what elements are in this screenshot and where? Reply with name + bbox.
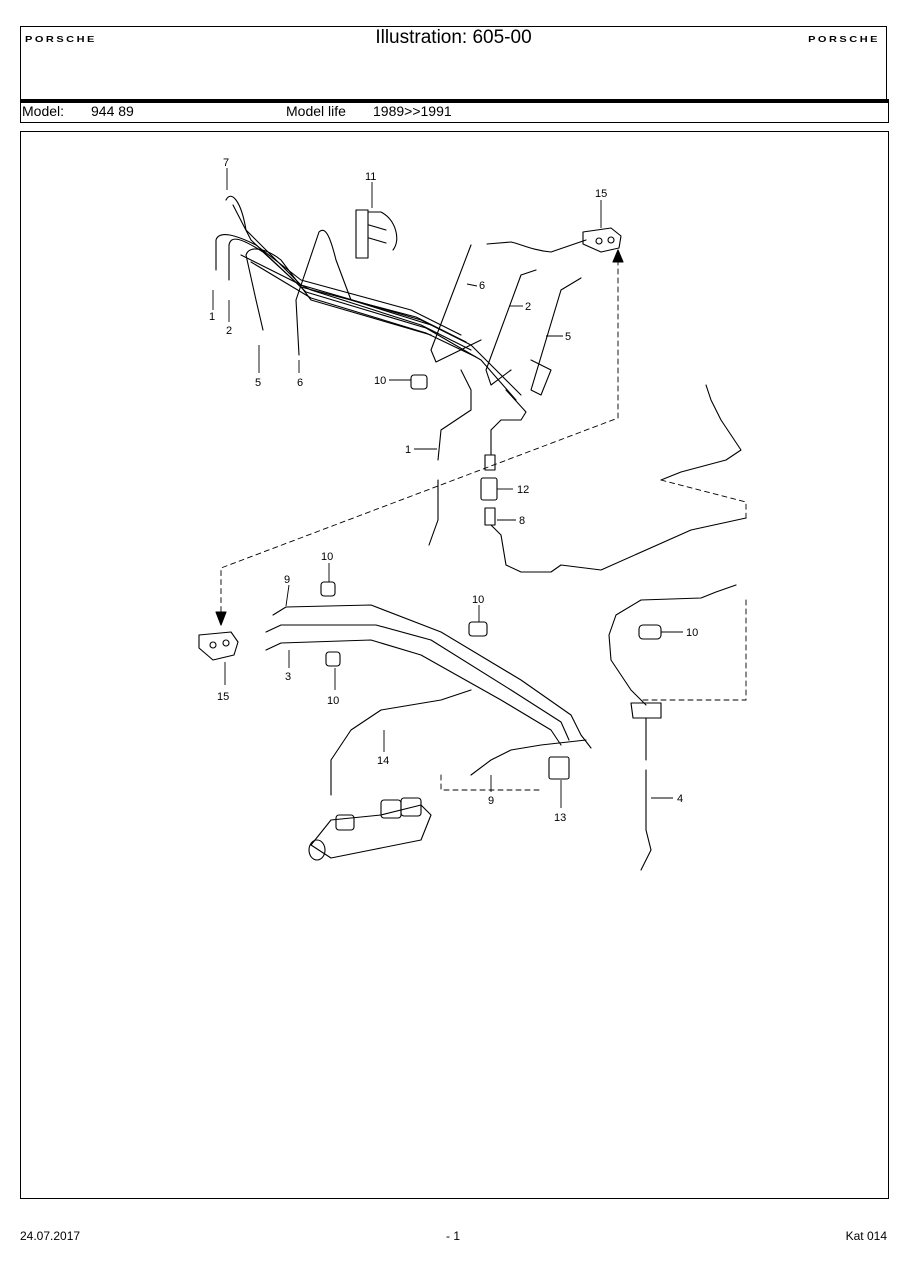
rear-line-right — [660, 384, 742, 481]
porsche-logo-left: PORSCHE — [25, 35, 97, 44]
model-life-label: Model life — [286, 103, 346, 119]
callout-9-lower: 9 — [488, 795, 494, 807]
upper-line-bundle — [215, 195, 587, 546]
brake-lines-diagram: 7 11 15 1 2 5 6 6 2 5 10 1 12 8 10 9 10 … — [198, 157, 747, 871]
header-divider — [20, 99, 889, 103]
valve-12 — [480, 454, 498, 501]
callout-7: 7 — [223, 157, 229, 169]
callout-labels: 7 11 15 1 2 5 6 6 2 5 10 1 12 8 10 9 10 … — [209, 157, 698, 824]
callout-13: 13 — [554, 812, 566, 824]
distribution-block-15-lower — [198, 631, 239, 661]
callout-12: 12 — [517, 484, 529, 496]
footer-date: 24.07.2017 — [20, 1229, 81, 1243]
rear-line-4 — [608, 584, 737, 871]
lower-line-bundle — [265, 604, 592, 796]
callout-3: 3 — [285, 671, 291, 683]
master-cylinder — [308, 797, 432, 861]
callout-1-upper: 1 — [209, 311, 215, 323]
fitting-8 — [484, 507, 747, 573]
callout-1-middle: 1 — [405, 444, 411, 456]
callout-6-upper: 6 — [297, 377, 303, 389]
model-value: 944 89 — [91, 103, 134, 119]
junction-13 — [548, 756, 570, 780]
callout-10-clip-b: 10 — [472, 594, 484, 606]
clip-10-upper — [410, 374, 428, 390]
callout-10-clip-a: 10 — [321, 551, 333, 563]
illustration-frame: 7 11 15 1 2 5 6 6 2 5 10 1 12 8 10 9 10 … — [20, 131, 889, 1199]
callout-6-right: 6 — [479, 280, 485, 292]
bracket-11 — [355, 209, 398, 259]
callout-10-clip-d: 10 — [686, 627, 698, 639]
callout-11: 11 — [365, 171, 376, 183]
clip-10-b — [468, 621, 488, 637]
callout-leaders — [212, 168, 683, 808]
model-label: Model: — [22, 103, 65, 119]
dashed-leaders — [220, 259, 747, 791]
model-row: Model: 944 89 Model life 1989>>1991 — [20, 103, 889, 123]
footer-page-number: - 1 — [446, 1229, 461, 1243]
callout-4: 4 — [677, 793, 683, 805]
callout-2-upper: 2 — [226, 325, 232, 337]
callout-5-right: 5 — [565, 331, 571, 343]
footer-catalog: Kat 014 — [845, 1229, 887, 1243]
header-box: PORSCHE Illustration: 605-00 PORSCHE — [20, 26, 887, 100]
page-title: Illustration: 605-00 — [375, 27, 532, 48]
callout-14: 14 — [377, 755, 389, 767]
model-life-value: 1989>>1991 — [373, 103, 452, 119]
callout-10-upper: 10 — [374, 375, 386, 387]
callout-8: 8 — [519, 515, 525, 527]
clip-10-c — [325, 651, 341, 667]
callout-10-clip-c: 10 — [327, 695, 339, 707]
callout-15-upper: 15 — [595, 188, 607, 200]
callout-15-lower: 15 — [217, 691, 229, 703]
callout-2-right: 2 — [525, 301, 531, 313]
distribution-block-15-upper — [582, 227, 622, 253]
callout-5-upper: 5 — [255, 377, 261, 389]
porsche-logo-right: PORSCHE — [808, 35, 880, 44]
clip-10-a — [320, 581, 336, 597]
callout-9-left: 9 — [284, 574, 290, 586]
clip-10-d — [638, 624, 662, 640]
